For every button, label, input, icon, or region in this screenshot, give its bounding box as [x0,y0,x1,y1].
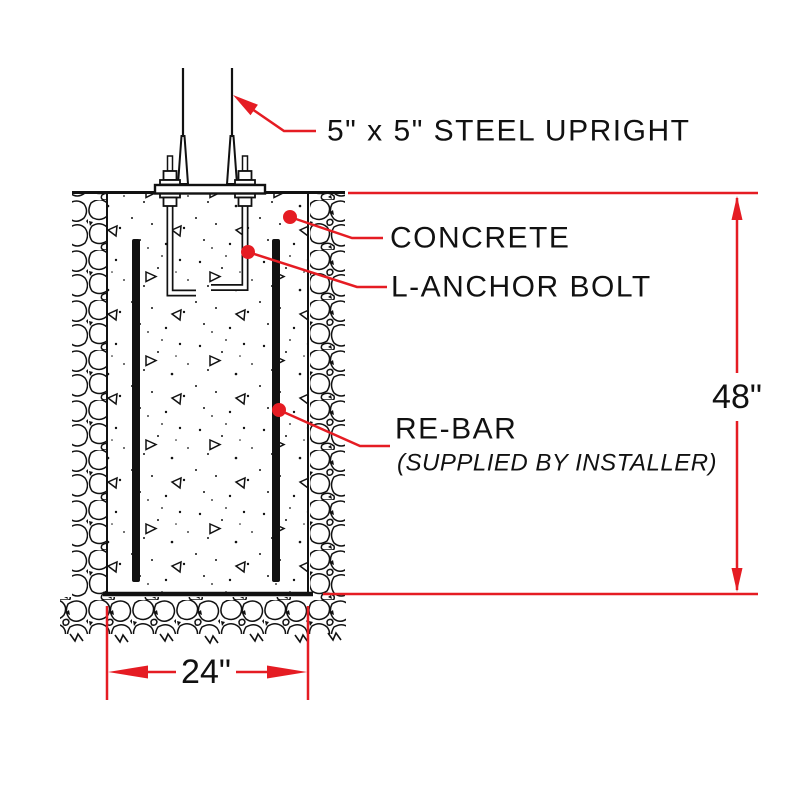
bolt-nut-top [162,170,178,181]
bolt-stack-left [159,155,181,207]
rebar-label: RE-BAR [395,413,517,446]
upright-label: 5" x 5" STEEL UPRIGHT [327,115,690,148]
steel-upright-assembly [153,68,267,207]
concrete-label: CONCRETE [390,222,570,255]
bolt-nut-bottom [237,196,253,207]
leader-anchor-bolt [241,245,387,289]
anchor-bolts-embedded [166,203,249,297]
gusset-right [225,135,239,185]
gusset-left [176,135,190,185]
dim24-arrow-left [108,665,148,679]
dim48-arrow-down [731,568,743,592]
anchor-bolt-left-core [168,203,196,295]
rebar-note-label: (SUPPLIED BY INSTALLER) [397,450,717,477]
bolt-nut-top [237,170,253,181]
text-labels: 5" x 5" STEEL UPRIGHT CONCRETE L-ANCHOR … [181,115,762,692]
dim24-arrow-right [267,665,307,679]
width-dimension-text: 24" [181,653,231,691]
leader-line [251,107,316,133]
dim48-arrow-up [731,196,743,220]
leader-line [247,250,387,289]
leader-line [278,408,390,448]
anchor-bolt-right-core [211,203,247,290]
bolt-stud [166,155,174,172]
gravel-bottom [60,597,346,634]
soil-tick-marks [69,631,342,645]
leader-upright [233,95,316,133]
anchor-bolt-label: L-ANCHOR BOLT [391,271,652,304]
leader-line [289,215,383,240]
bolt-nut-bottom [162,196,178,207]
gravel-left [72,193,107,600]
leader-rebar [272,403,390,448]
annotations [105,95,758,700]
leader-concrete [283,210,383,240]
bolt-stud [241,155,249,172]
depth-dimension-text: 48" [712,378,762,416]
gravel-right [310,193,345,600]
rebar-left [132,239,140,582]
base-plate [153,183,267,195]
leader-arrowhead [233,95,258,116]
bolt-stack-right [234,155,256,207]
